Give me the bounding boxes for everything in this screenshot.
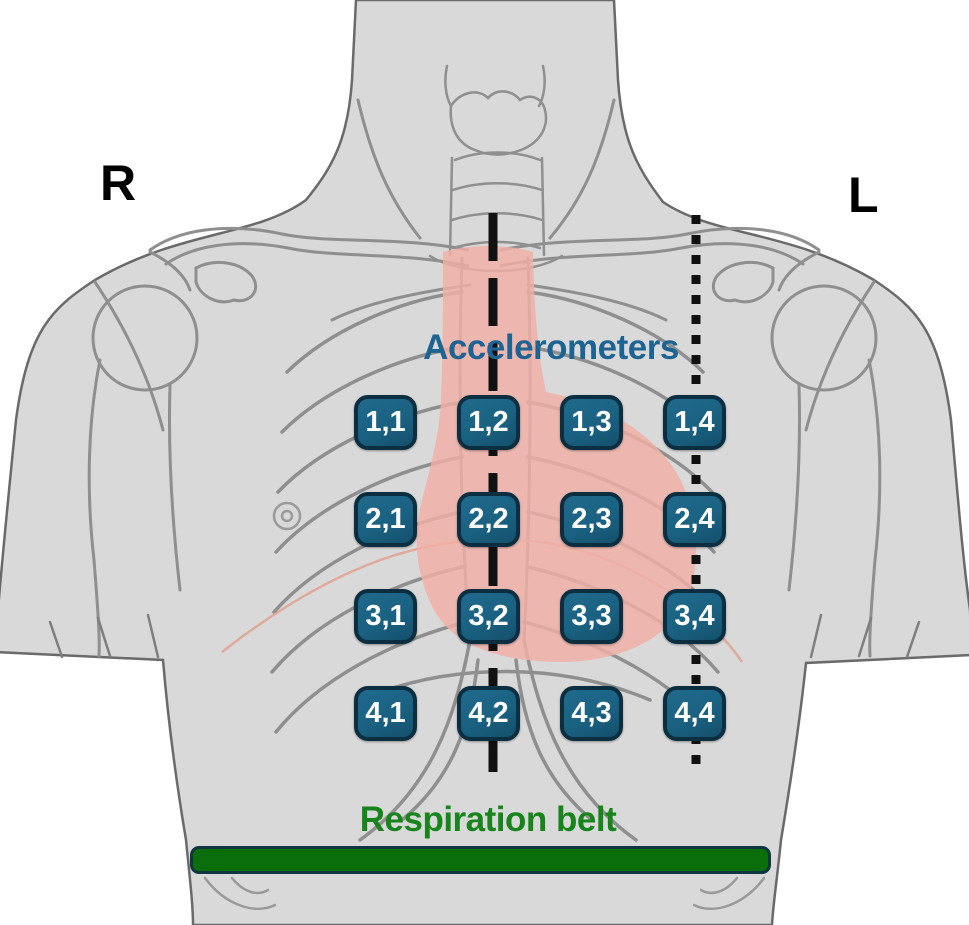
clavicle-sketch <box>148 226 821 268</box>
sensor-label: 2,1 <box>365 503 406 535</box>
sensor-4-2: 4,2 <box>457 686 520 741</box>
abdomen-sketch <box>203 876 766 910</box>
sensor-label: 2,4 <box>674 503 715 535</box>
chest-circle-sketch <box>272 501 302 531</box>
shoulder-sketch-right-side <box>87 250 258 658</box>
sensor-1-4: 1,4 <box>663 395 726 450</box>
accelerometers-title: Accelerometers <box>423 328 679 367</box>
sensor-3-4: 3,4 <box>663 589 726 644</box>
sensor-3-1: 3,1 <box>354 589 417 644</box>
sensor-4-4: 4,4 <box>663 686 726 741</box>
sensor-1-1: 1,1 <box>354 395 417 450</box>
sensor-label: 3,3 <box>571 600 612 632</box>
sensor-2-4: 2,4 <box>663 492 726 547</box>
respiration-belt-label: Respiration belt <box>359 800 617 839</box>
sensor-1-3: 1,3 <box>560 395 623 450</box>
sensor-2-1: 2,1 <box>354 492 417 547</box>
accelerometer-grid: 1,1 1,2 1,3 1,4 2,1 2,2 2,3 2,4 3,1 3,2 … <box>334 374 746 762</box>
sensor-4-3: 4,3 <box>560 686 623 741</box>
sensor-4-1: 4,1 <box>354 686 417 741</box>
sensor-label: 4,4 <box>674 697 715 729</box>
left-side-label: L <box>848 167 879 223</box>
sensor-label: 3,1 <box>365 600 406 632</box>
sensor-label: 1,2 <box>468 406 509 438</box>
sensor-label: 1,1 <box>365 406 406 438</box>
sensor-2-3: 2,3 <box>560 492 623 547</box>
sensor-label: 3,2 <box>468 600 509 632</box>
sensor-2-2: 2,2 <box>457 492 520 547</box>
sensor-1-2: 1,2 <box>457 395 520 450</box>
sensor-3-3: 3,3 <box>560 589 623 644</box>
sensor-label: 4,2 <box>468 697 509 729</box>
shoulder-sketch-left-side <box>711 250 882 658</box>
right-side-label: R <box>100 155 137 211</box>
sensor-label: 2,2 <box>468 503 509 535</box>
arm-cut-sketch <box>48 613 921 659</box>
sensor-3-2: 3,2 <box>457 589 520 644</box>
sensor-label: 1,4 <box>674 406 715 438</box>
heart-overlay <box>416 246 697 663</box>
sensor-label: 2,3 <box>571 503 612 535</box>
respiration-belt-bar <box>190 846 771 874</box>
sensor-label: 4,3 <box>571 697 612 729</box>
sensor-label: 3,4 <box>674 600 715 632</box>
sensor-label: 4,1 <box>365 697 406 729</box>
sensor-label: 1,3 <box>571 406 612 438</box>
